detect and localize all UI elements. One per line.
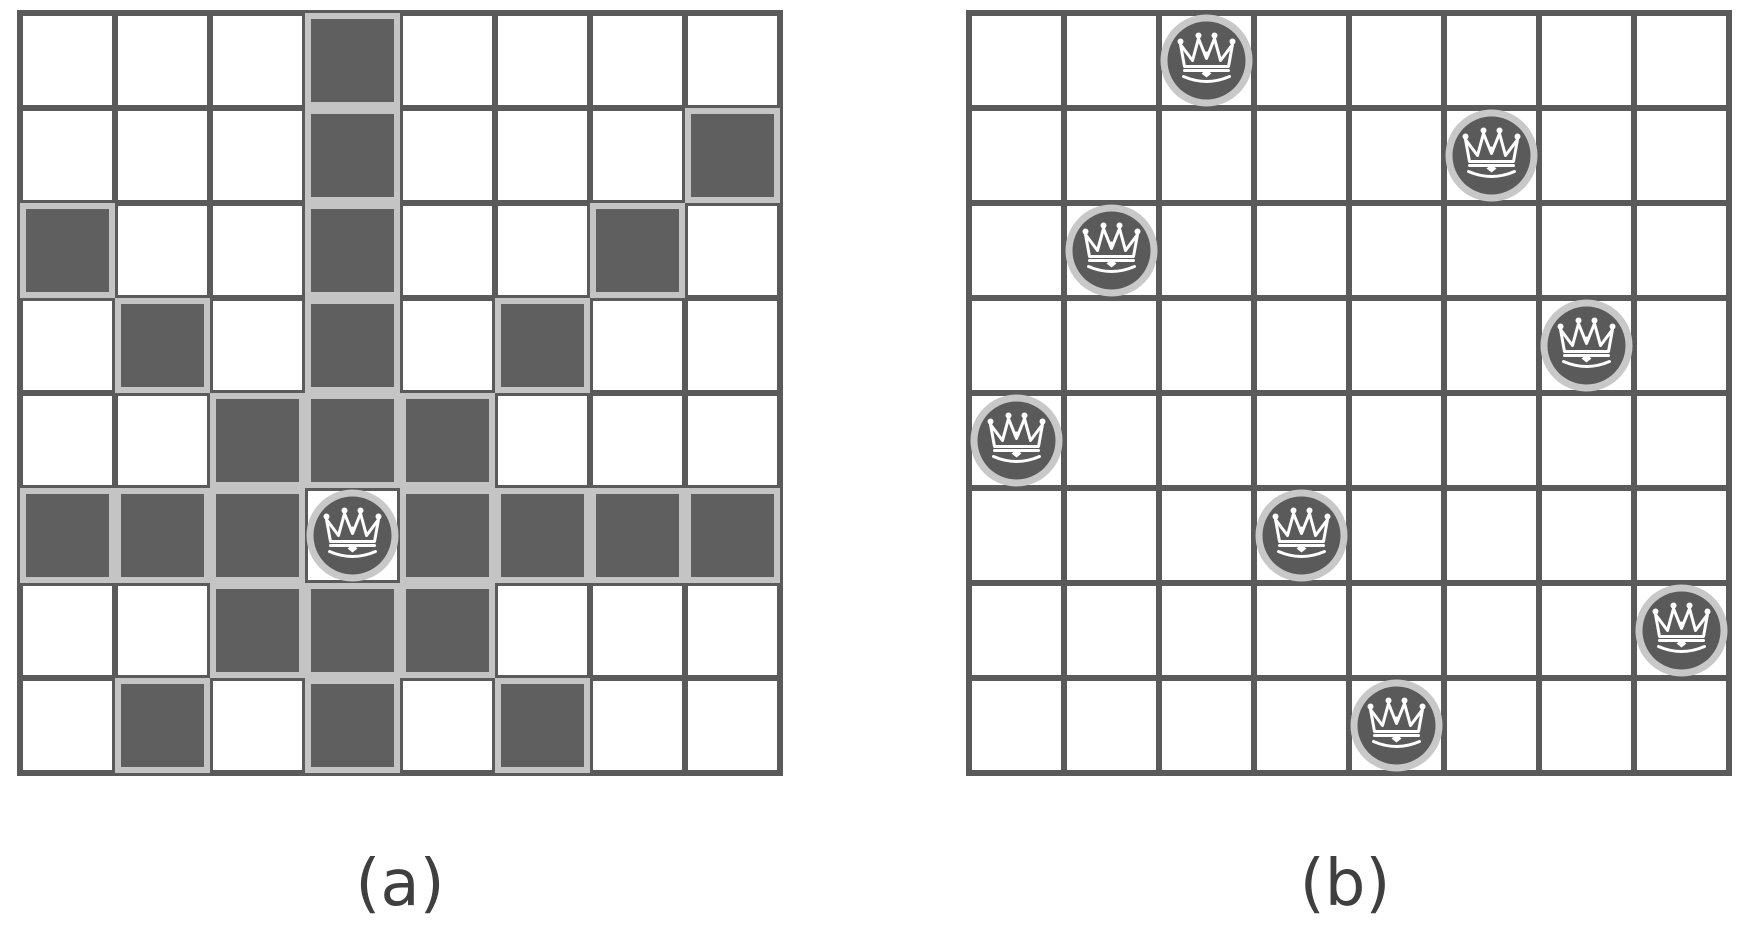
attacked-square-border [400, 583, 495, 678]
attacked-square-border [495, 298, 590, 393]
attacked-square [20, 488, 115, 583]
caption-a: (a) [355, 847, 444, 921]
queen-piece [306, 489, 399, 582]
attacked-square [305, 108, 400, 203]
attacked-square-border [495, 678, 590, 773]
queen-disc [1452, 116, 1531, 195]
attacked-square-border [590, 203, 685, 298]
attacked-square [400, 488, 495, 583]
attacked-square-border [305, 678, 400, 773]
attacked-square [305, 203, 400, 298]
queen-disc [313, 496, 392, 575]
attacked-square [305, 678, 400, 773]
attacked-square-border [115, 488, 210, 583]
queen-disc [1072, 211, 1151, 290]
attacked-square-border [305, 393, 400, 488]
attacked-square-border [685, 108, 780, 203]
attacked-square [20, 203, 115, 298]
attacked-square-border [20, 488, 115, 583]
attacked-square-border [305, 298, 400, 393]
panel-a-board [17, 10, 783, 776]
attacked-square [305, 13, 400, 108]
queen-piece [1160, 14, 1253, 107]
attacked-square [590, 203, 685, 298]
attacked-square-border [305, 108, 400, 203]
attacked-square [400, 393, 495, 488]
attacked-square-border [115, 678, 210, 773]
attacked-square [685, 108, 780, 203]
attacked-square [305, 298, 400, 393]
attacked-square-border [210, 583, 305, 678]
attacked-square [115, 488, 210, 583]
attacked-square [115, 678, 210, 773]
attacked-square-border [305, 13, 400, 108]
attacked-square [305, 393, 400, 488]
attacked-square-border [115, 298, 210, 393]
queen-disc [1547, 306, 1626, 385]
queen-piece [1065, 204, 1158, 297]
attacked-square-border [400, 488, 495, 583]
panel-b-board [966, 10, 1732, 776]
attacked-square-border [305, 583, 400, 678]
queen-piece [970, 394, 1063, 487]
attacked-square-border [210, 393, 305, 488]
queen-piece [1540, 299, 1633, 392]
caption-b: (b) [1300, 847, 1391, 921]
attacked-square-border [400, 393, 495, 488]
attacked-square [400, 583, 495, 678]
attacked-square [685, 488, 780, 583]
attacked-square-border [685, 488, 780, 583]
queen-disc [1642, 591, 1721, 670]
queen-disc [1357, 686, 1436, 765]
attacked-square [495, 488, 590, 583]
attacked-square [495, 678, 590, 773]
queen-piece [1350, 679, 1443, 772]
queen-disc [1167, 21, 1246, 100]
queen-disc [1262, 496, 1341, 575]
attacked-square [210, 393, 305, 488]
attacked-square [210, 583, 305, 678]
attacked-square-border [20, 203, 115, 298]
attacked-square [210, 488, 305, 583]
attacked-square [495, 298, 590, 393]
queen-disc [977, 401, 1056, 480]
queen-piece [1445, 109, 1538, 202]
attacked-square-border [495, 488, 590, 583]
queen-piece [1635, 584, 1728, 677]
queen-piece [1255, 489, 1348, 582]
attacked-square [305, 583, 400, 678]
attacked-square-border [590, 488, 685, 583]
attacked-square-border [210, 488, 305, 583]
attacked-square-border [305, 203, 400, 298]
attacked-square [590, 488, 685, 583]
attacked-square [115, 298, 210, 393]
